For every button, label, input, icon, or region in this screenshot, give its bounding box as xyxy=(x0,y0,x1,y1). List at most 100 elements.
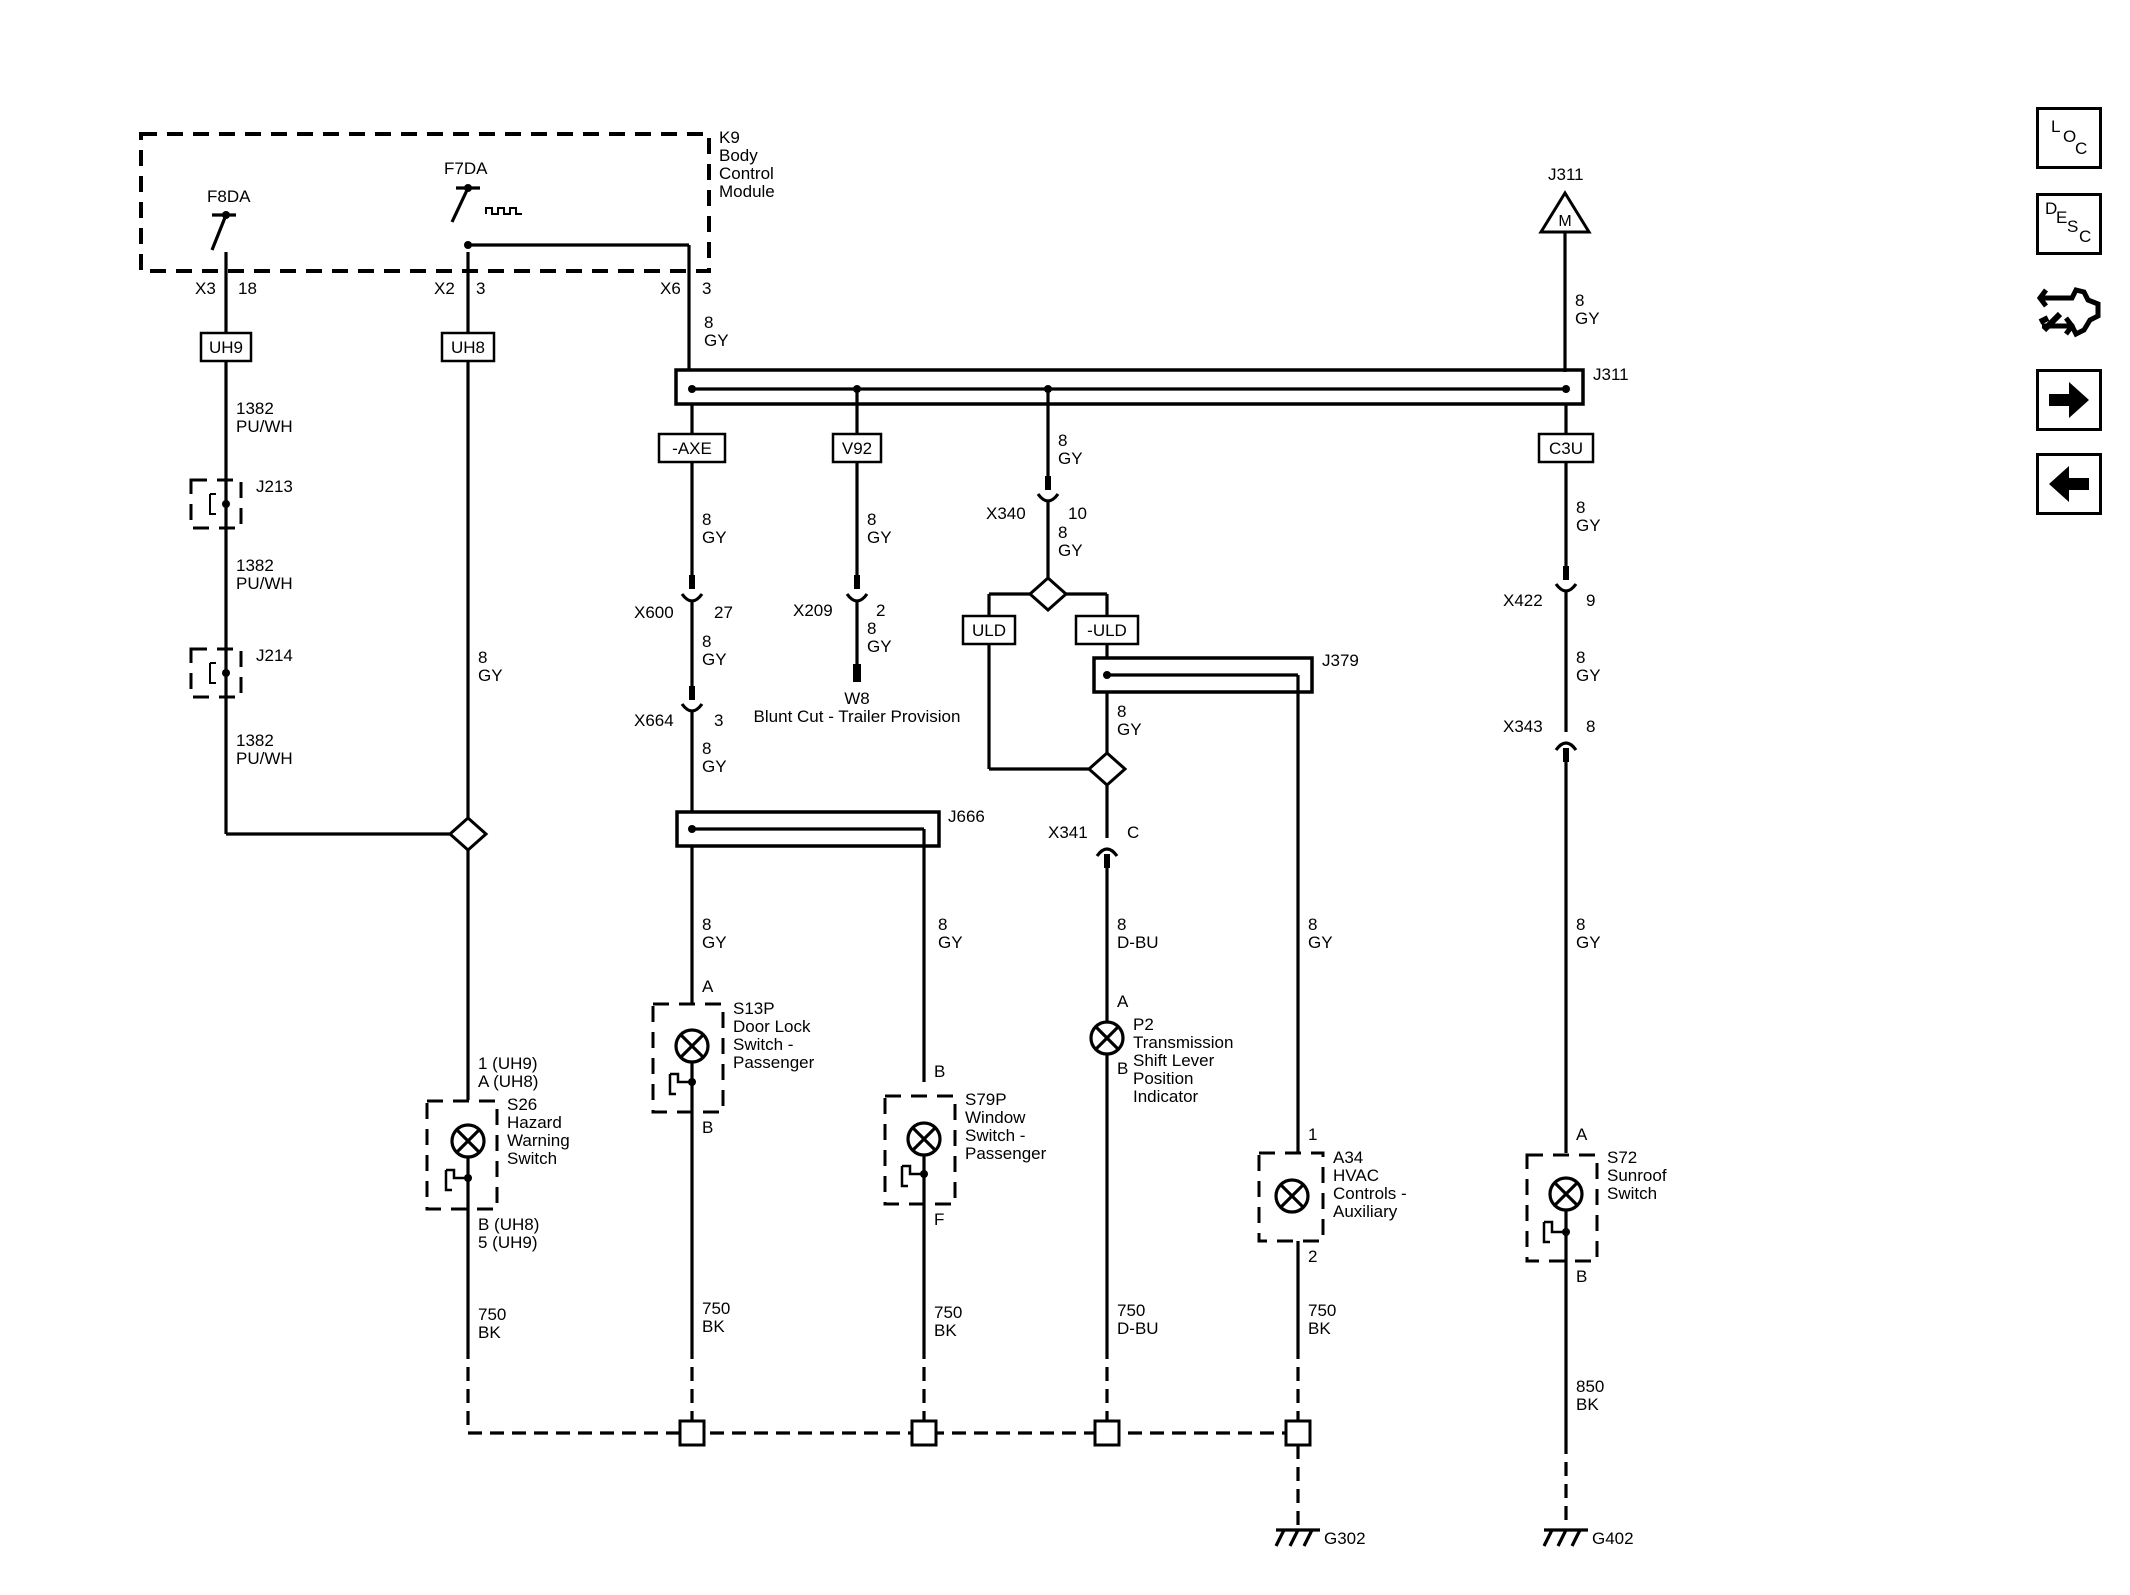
splice-diamond-uld xyxy=(1086,750,1128,788)
j666-label: J666 xyxy=(948,807,985,826)
desc-letter-1: D xyxy=(2045,199,2058,218)
x341-label: X341 xyxy=(1048,823,1088,842)
desc-letter-2: E xyxy=(2056,208,2068,227)
connector-harness-icon xyxy=(2036,287,2101,338)
axe-label: -AXE xyxy=(672,439,712,458)
j214-splice-box xyxy=(189,647,243,699)
desc-button[interactable]: D E S C xyxy=(2036,193,2102,255)
neg-uld-label: -ULD xyxy=(1087,621,1127,640)
x600-pin-label: 27 xyxy=(714,603,733,622)
x209-pin-label: 2 xyxy=(876,601,885,620)
s79-pin-f: F xyxy=(934,1210,944,1229)
next-page-button[interactable] xyxy=(2036,369,2102,431)
x2-pin-label: 3 xyxy=(476,279,485,298)
x6-pin-label: 3 xyxy=(702,279,711,298)
splice-diamond-uh xyxy=(447,815,489,853)
x341-pin-label: C xyxy=(1127,823,1139,842)
x340-label: X340 xyxy=(986,504,1026,523)
p2-pin-b: B xyxy=(1117,1059,1128,1078)
loc-button[interactable]: L O C xyxy=(2036,107,2102,169)
s26-pin-b: B (UH8)5 (UH9) xyxy=(478,1215,539,1252)
desc-letter-3: S xyxy=(2067,217,2079,236)
left-arrow-icon xyxy=(2049,466,2089,502)
j213-splice-box xyxy=(189,478,243,530)
uh8-label: UH8 xyxy=(451,338,485,357)
g402-ground-icon xyxy=(1542,1528,1588,1547)
f7da-switch-icon xyxy=(450,184,522,223)
g402-label: G402 xyxy=(1592,1529,1634,1548)
s26-component-box xyxy=(425,1099,499,1211)
connector-icon-button[interactable] xyxy=(2036,278,2102,340)
a34-pin-2: 2 xyxy=(1308,1247,1317,1266)
v92-label: V92 xyxy=(842,439,872,458)
x422-label: X422 xyxy=(1503,591,1543,610)
j311-splice-bar xyxy=(674,368,1585,406)
g302-ground-icon xyxy=(1274,1528,1320,1547)
x340-pin-label: 10 xyxy=(1068,504,1087,523)
s72-pin-a: A xyxy=(1576,1125,1588,1144)
s79p-component-box xyxy=(883,1094,957,1206)
j214-label: J214 xyxy=(256,646,293,665)
x6-connector-label: X6 xyxy=(660,279,681,298)
uh8-label-box xyxy=(440,331,496,363)
p2-pin-a: A xyxy=(1117,992,1129,1011)
splice-diamond-x340 xyxy=(1027,575,1069,613)
w8-description: Blunt Cut - Trailer Provision xyxy=(754,707,961,726)
loc-letter-1: L xyxy=(2051,117,2061,136)
x664-label: X664 xyxy=(634,711,674,730)
s72-component-box xyxy=(1525,1153,1599,1263)
x343-label: X343 xyxy=(1503,717,1543,736)
desc-letter-4: C xyxy=(2079,227,2092,246)
c3u-label: C3U xyxy=(1549,439,1583,458)
x3-pin-label: 18 xyxy=(238,279,257,298)
x600-label: X600 xyxy=(634,603,674,622)
x664-pin-label: 3 xyxy=(714,711,723,730)
k9-module-box xyxy=(139,132,711,273)
uh9-label-box xyxy=(199,331,253,363)
j213-label: J213 xyxy=(256,477,293,496)
previous-page-button[interactable] xyxy=(2036,453,2102,515)
x2-connector-label: X2 xyxy=(434,279,455,298)
k9-module-label: K9 Body Control Module xyxy=(719,128,779,201)
uld-label: ULD xyxy=(972,621,1006,640)
f8da-switch-icon xyxy=(210,211,236,251)
s13p-component-box xyxy=(651,1002,725,1114)
f7da-label: F7DA xyxy=(444,159,488,178)
uh9-label: UH9 xyxy=(209,338,243,357)
c3u-label-box xyxy=(1537,432,1595,464)
s72-pin-b: B xyxy=(1576,1267,1587,1286)
loc-letter-2: O xyxy=(2063,127,2077,146)
j311-bar-label: J311 xyxy=(1593,365,1629,384)
x209-label: X209 xyxy=(793,601,833,620)
right-arrow-icon xyxy=(2049,382,2089,418)
loc-letter-3: C xyxy=(2075,139,2088,158)
g302-label: G302 xyxy=(1324,1529,1366,1548)
